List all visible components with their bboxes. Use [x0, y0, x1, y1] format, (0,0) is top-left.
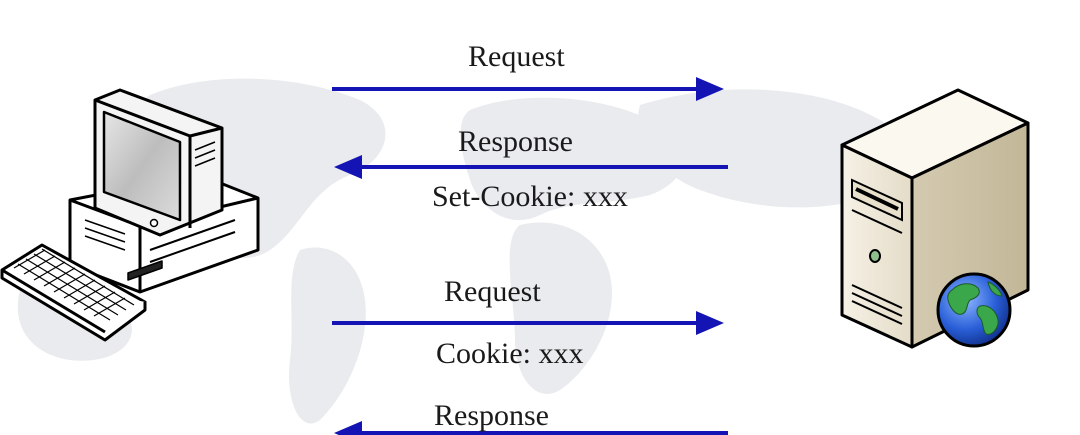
response-arrow-4: [334, 421, 728, 435]
request-arrow-3: [332, 311, 724, 335]
request-label-2: Request: [444, 275, 541, 308]
response-arrow-2: [334, 155, 728, 179]
response-label-2: Response: [434, 399, 549, 432]
globe-icon: [936, 272, 1012, 348]
cookie-header-label: Cookie: xxx: [436, 337, 584, 370]
set-cookie-header-label: Set-Cookie: xxx: [432, 180, 628, 213]
response-label-1: Response: [458, 125, 573, 158]
request-label-1: Request: [468, 40, 565, 73]
desktop-computer-icon: [0, 88, 260, 342]
request-arrow-1: [332, 77, 724, 101]
